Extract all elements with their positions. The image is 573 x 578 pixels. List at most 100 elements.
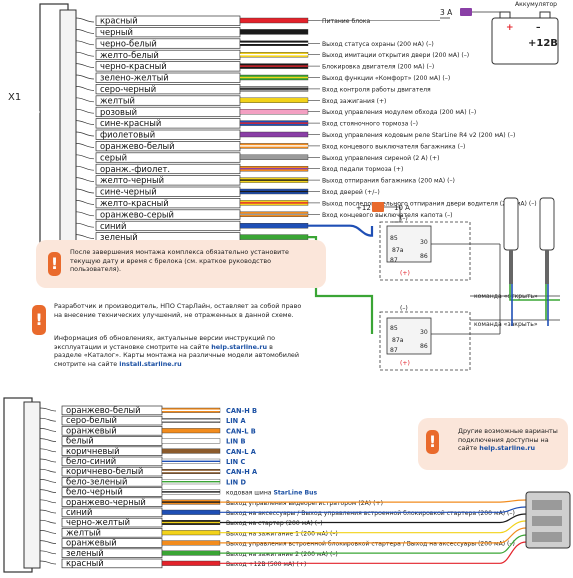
harness-plug <box>525 491 571 549</box>
other-variants-box: ! Другие возможные варианты подключения … <box>418 418 568 470</box>
bottom-wire-0: оранжево-белый CAN-H B <box>39 405 257 416</box>
relay-pin: 86 <box>420 343 428 350</box>
top-wire-label: оранж.-фиолет. <box>100 164 170 174</box>
bottom-wire-10: синий Выход на аксессуары / Выход управле… <box>39 506 527 518</box>
bottom-wire-label: красный <box>66 558 104 568</box>
bottom-wire-desc: CAN-L A <box>226 448 257 456</box>
cmd-open-label: команда «открыть» <box>474 293 538 300</box>
developer-note: Разработчик и производитель, НПО СтарЛай… <box>54 302 302 319</box>
top-wire-desc: Выход последовательного отпирания двери … <box>322 200 537 207</box>
top-wire-label: желто-белый <box>100 50 159 60</box>
top-wire-label: черный <box>100 27 133 37</box>
relay-2-minus: (–) <box>400 305 408 312</box>
top-wire-desc: Вход концевого выключателя багажника (–) <box>322 142 465 150</box>
bottom-wire-label: черно-желтый <box>66 517 130 527</box>
bottom-wire-desc: кодовая шина StarLine Bus <box>226 490 317 497</box>
door-actuators <box>503 197 560 326</box>
top-wire-desc: Выход имитации открытия двери (200 мА) (… <box>322 52 469 59</box>
help-link[interactable]: help.starline.ru <box>211 342 268 351</box>
top-wire-desc: Выход отпирания багажника (200 мА) (–) <box>322 177 455 185</box>
bottom-wire-desc: Выход на аксессуары / Выход управления в… <box>226 509 515 517</box>
top-wire-label: черно-белый <box>100 38 157 48</box>
bottom-wire-label: оранжевый <box>66 425 117 435</box>
bottom-wire-label: коричнево-белый <box>66 466 143 476</box>
relay-pin: 87a <box>392 247 404 254</box>
bottom-wire-desc: Выход на зажигание 1 (200 мА) (–) <box>226 530 338 537</box>
top-wire-label: желто-красный <box>100 198 169 208</box>
other-variants-body: Другие возможные варианты подключения до… <box>458 427 558 453</box>
top-wire-desc: Вход зажигания (+) <box>322 98 386 105</box>
bottom-wire-14: зеленый Выход на зажигание 2 (200 мА) (–) <box>39 534 527 558</box>
bottom-wire-desc: LIN C <box>226 458 245 466</box>
other-variants-text: Другие возможные варианты подключения до… <box>458 427 562 453</box>
top-wire-desc: Выход управления кодовым реле StarLine R… <box>322 132 515 139</box>
date-notice-text: После завершения монтажа комплекса обяза… <box>70 248 289 274</box>
top-wire-desc: Выход управления модулем обхода (200 мА)… <box>322 108 476 116</box>
relay-pin: 87 <box>390 347 398 354</box>
bottom-wire-desc: Выход управления видеорегистратором (2A)… <box>226 500 383 507</box>
bottom-wire-label: оранжево-белый <box>66 405 141 415</box>
top-wire-label: синий <box>100 221 126 231</box>
top-wire-label: зеленый <box>100 232 138 242</box>
bottom-wire-13: оранжевый Выход управления встроенной бло… <box>39 527 527 548</box>
top-wire-label: сине-красный <box>100 118 161 128</box>
bottom-wire-desc: CAN-H B <box>226 407 257 415</box>
svg-text:–: – <box>536 23 541 33</box>
bottom-wire-desc: Выход на зажигание 2 (200 мА) (–) <box>226 551 338 558</box>
relay-pin: 30 <box>420 329 428 336</box>
top-wire-10: фиолетовый Выход управления кодовым реле … <box>75 130 515 140</box>
bottom-wire-label: оранжевый <box>66 538 117 548</box>
relay-pin: 85 <box>390 235 398 242</box>
battery-block: +12В Аккумулятор + – 3 A <box>440 1 559 65</box>
top-wire-desc: Выход функции «Комфорт» (200 мА) (–) <box>322 75 450 82</box>
top-wire-label: фиолетовый <box>100 130 155 140</box>
top-wire-desc: Выход управления сиреной (2 A) (+) <box>322 154 440 162</box>
other-variants-link[interactable]: help.starline.ru <box>479 444 536 453</box>
bottom-wire-label: бело-зеленый <box>66 476 127 486</box>
top-wire-18: синий <box>75 221 309 232</box>
bottom-wire-label: бело-синий <box>66 456 116 466</box>
relay-supply-label: +12 В <box>356 204 378 212</box>
bottom-wire-desc: LIN D <box>226 478 246 486</box>
bottom-wire-label: бело-черный <box>66 487 123 497</box>
top-wire-7: желтый Вход зажигания (+) <box>75 95 386 106</box>
top-wire-label: желтый <box>100 95 135 105</box>
bottom-wire-label: зеленый <box>66 548 104 558</box>
bottom-wire-desc: Выход управления встроенной блокировкой … <box>226 540 515 548</box>
relay-pin: 87 <box>390 257 398 264</box>
bottom-wire-desc: CAN-H A <box>226 468 258 476</box>
bottom-connector <box>3 397 41 573</box>
date-notice-box: ! После завершения монтажа комплекса обя… <box>36 240 326 288</box>
bottom-wire-label: коричневый <box>66 446 120 456</box>
top-connector: X1 <box>0 0 77 247</box>
svg-text:+: + <box>506 23 514 33</box>
warning-icon: ! <box>426 430 439 454</box>
battery-voltage: +12В <box>528 38 558 49</box>
top-wire-label: красный <box>100 16 138 26</box>
install-link[interactable]: install.starline.ru <box>119 359 182 368</box>
bottom-wire-desc: CAN-L B <box>226 427 256 435</box>
cmd-close-label: команда «закрыть» <box>474 321 538 328</box>
top-wire-16: желто-красный Выход последовательного отп… <box>75 198 537 209</box>
top-wire-desc: Вход контроля работы двигателя <box>322 85 431 93</box>
top-wire-label: черно-красный <box>100 61 167 71</box>
relay-pin: 87a <box>392 337 404 344</box>
bottom-wire-label: синий <box>66 507 92 517</box>
top-wire-label: сине-черный <box>100 187 157 197</box>
bottom-wire-label: серо-белый <box>66 415 117 425</box>
